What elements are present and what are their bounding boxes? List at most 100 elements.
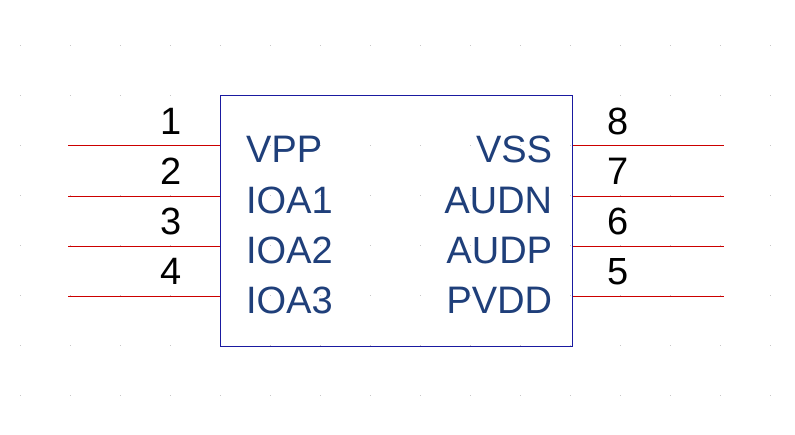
grid-dot bbox=[120, 45, 121, 46]
grid-dot bbox=[420, 195, 421, 196]
grid-dot bbox=[270, 195, 271, 196]
grid-dot bbox=[520, 145, 521, 146]
grid-dot bbox=[620, 245, 621, 246]
pin-number-5: 5 bbox=[607, 251, 629, 293]
grid-dot bbox=[670, 245, 671, 246]
grid-dot bbox=[20, 145, 21, 146]
grid-dot bbox=[770, 345, 771, 346]
grid-dot bbox=[670, 45, 671, 46]
grid-dot bbox=[320, 45, 321, 46]
grid-dot bbox=[120, 245, 121, 246]
grid-dot bbox=[120, 195, 121, 196]
grid-dot bbox=[720, 395, 721, 396]
grid-dot bbox=[20, 45, 21, 46]
grid-dot bbox=[620, 295, 621, 296]
grid-dot bbox=[520, 395, 521, 396]
grid-dot bbox=[20, 195, 21, 196]
pin-name-ioa2: IOA2 bbox=[246, 230, 333, 272]
grid-dot bbox=[570, 245, 571, 246]
grid-dot bbox=[170, 245, 171, 246]
grid-dot bbox=[470, 45, 471, 46]
grid-dot bbox=[70, 395, 71, 396]
grid-dot bbox=[670, 395, 671, 396]
grid-dots bbox=[20, 45, 771, 396]
grid-dot bbox=[70, 195, 71, 196]
pin-number-6: 6 bbox=[607, 201, 629, 243]
grid-dot bbox=[470, 395, 471, 396]
component-body[interactable] bbox=[220, 95, 573, 347]
grid-dot bbox=[770, 145, 771, 146]
pin-name-audp: AUDP bbox=[446, 230, 552, 272]
pin-name-vpp: VPP bbox=[246, 129, 323, 171]
grid-dot bbox=[670, 295, 671, 296]
grid-dot bbox=[570, 295, 571, 296]
grid-dot bbox=[120, 395, 121, 396]
pin-number-3: 3 bbox=[160, 201, 182, 243]
pin-number-2: 2 bbox=[160, 151, 182, 193]
grid-dot bbox=[320, 345, 321, 346]
grid-dot bbox=[270, 295, 271, 296]
grid-dot bbox=[620, 45, 621, 46]
grid-dot bbox=[270, 245, 271, 246]
grid-dot bbox=[570, 145, 571, 146]
grid-dot bbox=[320, 245, 321, 246]
grid-dot bbox=[320, 395, 321, 396]
grid-dot bbox=[170, 95, 171, 96]
grid-dot bbox=[670, 345, 671, 346]
grid-dot bbox=[770, 295, 771, 296]
pin-number-4: 4 bbox=[160, 251, 182, 293]
grid-dot bbox=[120, 95, 121, 96]
grid-dot bbox=[20, 345, 21, 346]
grid-dot bbox=[720, 345, 721, 346]
grid-dot bbox=[170, 45, 171, 46]
grid-dot bbox=[70, 295, 71, 296]
pin-number-1: 1 bbox=[160, 101, 182, 143]
pin-name-pvdd: PVDD bbox=[446, 280, 552, 322]
grid-dot bbox=[170, 345, 171, 346]
grid-dot bbox=[420, 245, 421, 246]
grid-dot bbox=[620, 95, 621, 96]
grid-dot bbox=[70, 345, 71, 346]
grid-dot bbox=[520, 245, 521, 246]
grid-dot bbox=[470, 345, 471, 346]
grid-dot bbox=[520, 295, 521, 296]
grid-dot bbox=[570, 345, 571, 346]
grid-dot bbox=[220, 395, 221, 396]
grid-dot bbox=[320, 145, 321, 146]
grid-dot bbox=[670, 95, 671, 96]
grid-dot bbox=[720, 95, 721, 96]
grid-dot bbox=[20, 245, 21, 246]
grid-dot bbox=[620, 345, 621, 346]
grid-dot bbox=[720, 295, 721, 296]
grid-dot bbox=[420, 345, 421, 346]
grid-dot bbox=[470, 295, 471, 296]
pin-number-8: 8 bbox=[607, 101, 629, 143]
grid-dot bbox=[70, 45, 71, 46]
grid-dot bbox=[370, 295, 371, 296]
grid-dot bbox=[70, 245, 71, 246]
grid-dot bbox=[770, 195, 771, 196]
grid-dot bbox=[770, 395, 771, 396]
grid-dot bbox=[120, 295, 121, 296]
grid-dot bbox=[70, 95, 71, 96]
pin-name-ioa3: IOA3 bbox=[246, 280, 333, 322]
grid-dot bbox=[720, 195, 721, 196]
grid-dot bbox=[370, 345, 371, 346]
grid-dot bbox=[420, 395, 421, 396]
grid-dot bbox=[370, 195, 371, 196]
pin-name-ioa1: IOA1 bbox=[246, 180, 333, 222]
grid-dot bbox=[270, 345, 271, 346]
grid-dot bbox=[320, 195, 321, 196]
grid-dot bbox=[520, 45, 521, 46]
grid-dot bbox=[670, 195, 671, 196]
grid-dot bbox=[620, 195, 621, 196]
grid-dot bbox=[620, 395, 621, 396]
grid-dot bbox=[470, 245, 471, 246]
grid-dot bbox=[220, 45, 221, 46]
grid-dot bbox=[570, 195, 571, 196]
pin-lines bbox=[68, 145, 724, 297]
grid-dot bbox=[520, 195, 521, 196]
grid-dot bbox=[420, 295, 421, 296]
grid-dot bbox=[570, 395, 571, 396]
